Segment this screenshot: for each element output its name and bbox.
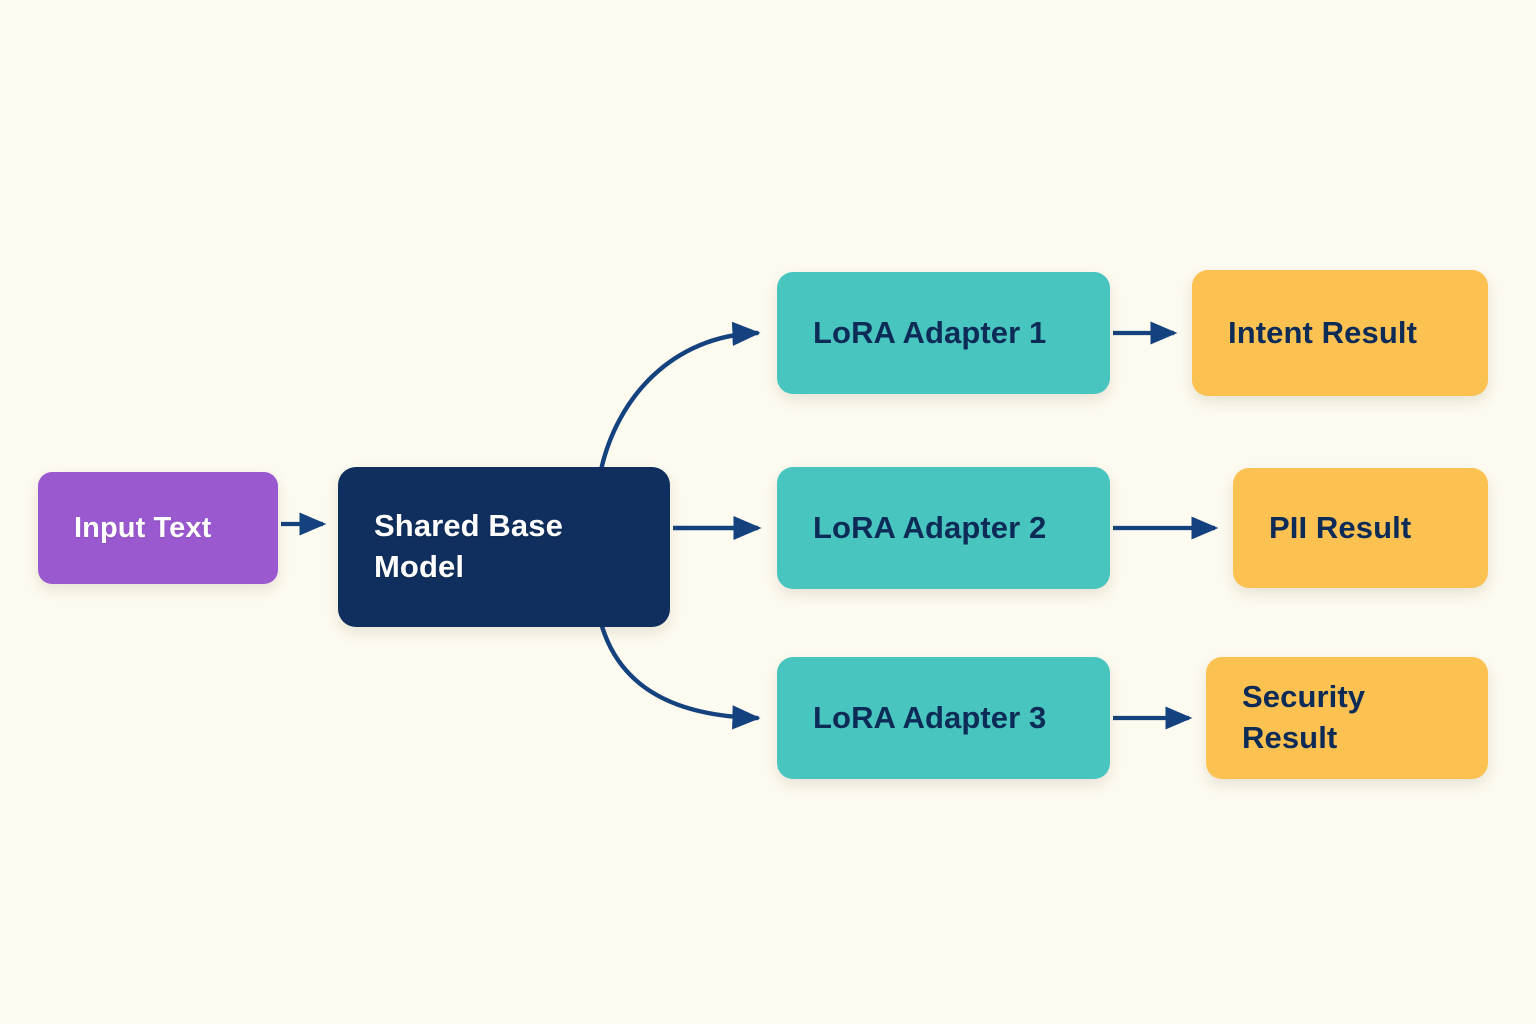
node-intent-result[interactable]: Intent Result xyxy=(1192,270,1488,396)
node-lora-adapter-2[interactable]: LoRA Adapter 2 xyxy=(777,467,1110,589)
node-input-text[interactable]: Input Text xyxy=(38,472,278,584)
node-pii-result[interactable]: PII Result xyxy=(1233,468,1488,588)
node-shared-base-model-label: Shared Base Model xyxy=(374,508,563,584)
node-lora-adapter-2-label: LoRA Adapter 2 xyxy=(813,509,1047,545)
node-security-result[interactable]: Security Result xyxy=(1206,657,1488,779)
node-pii-result-label: PII Result xyxy=(1269,509,1412,545)
node-input-text-label: Input Text xyxy=(74,511,212,544)
node-lora-adapter-3-label: LoRA Adapter 3 xyxy=(813,699,1047,735)
node-intent-result-label: Intent Result xyxy=(1228,314,1418,350)
node-lora-adapter-1[interactable]: LoRA Adapter 1 xyxy=(777,272,1110,394)
node-lora-adapter-1-label: LoRA Adapter 1 xyxy=(813,314,1047,350)
edge-base-to-adapter1 xyxy=(598,321,761,473)
node-security-result-label: Security Result xyxy=(1242,679,1366,755)
edge-base-to-adapter3 xyxy=(598,620,761,730)
node-lora-adapter-3[interactable]: LoRA Adapter 3 xyxy=(777,657,1110,779)
node-shared-base-model[interactable]: Shared Base Model xyxy=(338,467,670,627)
